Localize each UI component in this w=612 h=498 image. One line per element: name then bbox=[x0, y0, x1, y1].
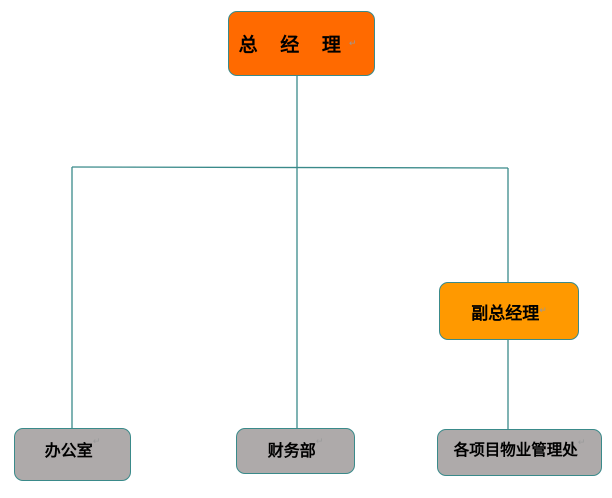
node-label: 办公室 bbox=[44, 441, 93, 460]
node-label: 总 经 理 bbox=[238, 34, 349, 56]
office-node: 办公室↵ bbox=[14, 428, 131, 481]
connector-horizontal bbox=[71, 166, 509, 169]
node-label: 副总经理 bbox=[471, 303, 540, 324]
general-manager-node: 总 经 理↵ bbox=[228, 11, 375, 76]
paragraph-mark: ↵ bbox=[92, 437, 101, 447]
property-management-node: 各项目物业管理处↵ bbox=[437, 429, 602, 476]
node-label: 财务部 bbox=[267, 441, 316, 460]
paragraph-mark: ↵ bbox=[315, 437, 324, 447]
node-label: 各项目物业管理处 bbox=[453, 441, 578, 459]
deputy-general-manager-node: 副总经理↵ bbox=[439, 282, 579, 340]
paragraph-mark: ↵ bbox=[539, 306, 547, 316]
paragraph-mark: ↵ bbox=[348, 38, 365, 49]
finance-node: 财务部↵ bbox=[236, 428, 355, 474]
paragraph-mark: ↵ bbox=[577, 438, 586, 448]
